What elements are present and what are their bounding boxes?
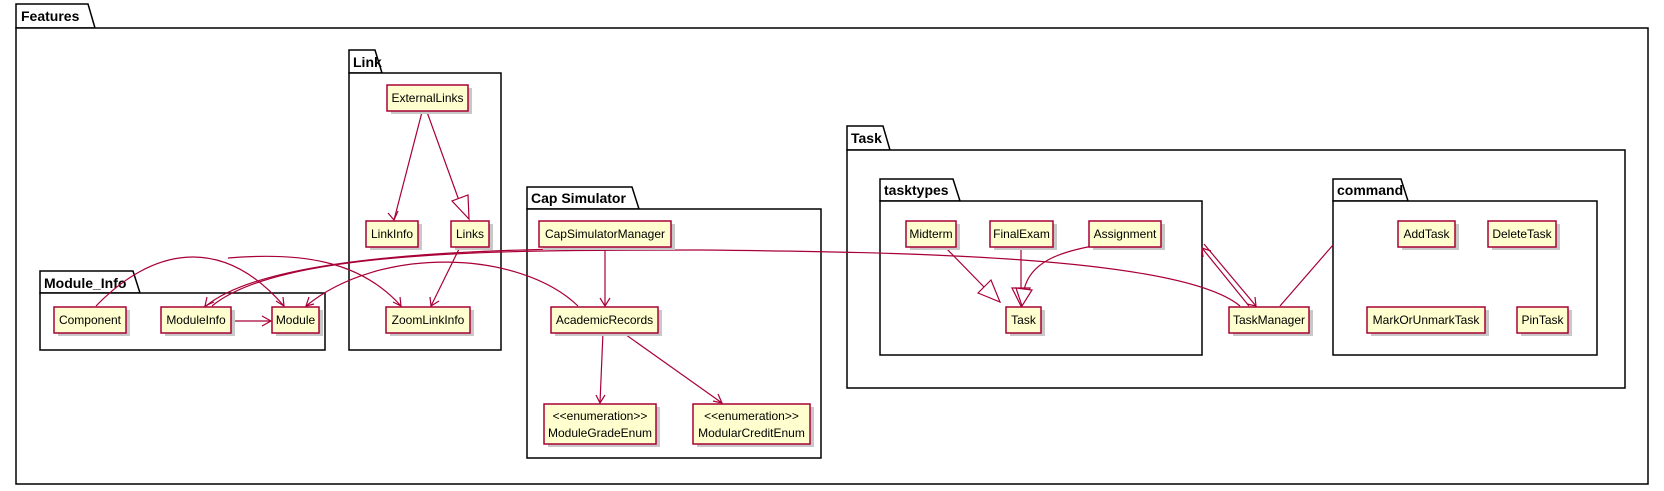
class-finalexam-label: FinalExam [993, 227, 1050, 241]
arrowhead-open [599, 297, 611, 308]
arrowhead-open [392, 296, 402, 308]
arrowhead-open [712, 393, 724, 404]
edge-externallinks-links [426, 111, 462, 207]
arrowhead-open [429, 296, 440, 308]
class-modularcreditenum-label: ModularCreditEnum [698, 426, 805, 440]
edge-tasktypes-taskmanager [1203, 243, 1257, 307]
arrowhead-open [261, 315, 273, 327]
class-task-label: Task [1011, 313, 1037, 327]
arrowhead-open [1201, 247, 1212, 258]
class-assignment[interactable]: Assignment [1088, 220, 1165, 250]
class-markorunmarktask[interactable]: MarkOrUnmarkTask [1366, 306, 1489, 336]
class-zoomlinkinfo[interactable]: ZoomLinkInfo [385, 306, 474, 336]
arrowhead-inheritance [1015, 287, 1034, 308]
package-command-title: command [1337, 182, 1403, 198]
class-externallinks[interactable]: ExternalLinks [386, 84, 472, 114]
class-markorunmarktask-label: MarkOrUnmarkTask [1373, 313, 1481, 327]
class-taskmanager[interactable]: TaskManager [1228, 306, 1313, 336]
arrowhead-inheritance [976, 278, 1002, 304]
arrowhead-open [305, 296, 315, 307]
package-module-info-title: Module_Info [44, 275, 126, 291]
edge-academicrecords-module [305, 261, 579, 307]
package-cap-simulator-title: Cap Simulator [531, 190, 626, 206]
class-finalexam[interactable]: FinalExam [989, 220, 1057, 250]
class-module-label: Module [276, 313, 316, 327]
class-links-label: Links [456, 227, 484, 241]
class-moduleinfo[interactable]: ModuleInfo [160, 306, 235, 336]
edge-midterm-task [943, 245, 986, 289]
edge-links-zoomlinkinfo [430, 244, 462, 307]
class-modulegradeenum[interactable]: <<enumeration>> ModuleGradeEnum [543, 403, 660, 447]
edge-taskmanager-moduleinfo [211, 249, 1241, 307]
edge-command-taskmanager [1279, 244, 1334, 307]
class-moduleinfo-label: ModuleInfo [166, 313, 226, 327]
classes: ExternalLinks LinkInfo Links ZoomLinkInf… [53, 84, 1572, 447]
arrowhead-open [204, 296, 215, 308]
class-component-label: Component [59, 313, 122, 327]
class-pintask-label: PinTask [1521, 313, 1564, 327]
package-tasktypes-title: tasktypes [884, 182, 949, 198]
edge-academicrecords-modulegradeenum [599, 331, 604, 404]
class-addtask-label: AddTask [1403, 227, 1450, 241]
class-modularcreditenum[interactable]: <<enumeration>> ModularCreditEnum [692, 403, 814, 447]
edges [95, 111, 1334, 405]
class-addtask[interactable]: AddTask [1397, 220, 1459, 250]
class-component[interactable]: Component [53, 306, 130, 336]
class-pintask[interactable]: PinTask [1516, 306, 1572, 336]
edge-externallinks-linkinfo [393, 111, 423, 221]
class-deletetask-label: DeleteTask [1492, 227, 1552, 241]
class-externallinks-label: ExternalLinks [391, 91, 463, 105]
class-linkinfo[interactable]: LinkInfo [365, 220, 422, 250]
arrowhead-open [1246, 296, 1257, 307]
class-assignment-label: Assignment [1094, 227, 1157, 241]
edge-taskmanager-tasktypes [1201, 247, 1250, 307]
class-midterm-label: Midterm [909, 227, 952, 241]
class-module[interactable]: Module [271, 306, 323, 336]
class-academicrecords-label: AcademicRecords [556, 313, 653, 327]
class-modulegradeenum-stereotype: <<enumeration>> [553, 409, 648, 423]
class-linkinfo-label: LinkInfo [371, 227, 413, 241]
package-task-title: Task [851, 130, 882, 146]
class-zoomlinkinfo-label: ZoomLinkInfo [392, 313, 465, 327]
arrowhead-inheritance [450, 194, 470, 221]
edge-component-zoomlinkinfo [227, 255, 402, 307]
class-task[interactable]: Task [1005, 306, 1045, 336]
edge-academicrecords-modularcreditenum [621, 331, 723, 404]
package-features-title: Features [21, 8, 80, 24]
class-midterm[interactable]: Midterm [905, 220, 960, 250]
class-deletetask[interactable]: DeleteTask [1487, 220, 1560, 250]
class-links[interactable]: Links [450, 220, 493, 250]
class-taskmanager-label: TaskManager [1233, 313, 1305, 327]
class-capsimulatormanager[interactable]: CapSimulatorManager [538, 220, 675, 250]
class-modularcreditenum-stereotype: <<enumeration>> [704, 409, 799, 423]
package-link: Link [348, 49, 502, 351]
class-modulegradeenum-label: ModuleGradeEnum [548, 426, 652, 440]
package-link-title: Link [353, 54, 382, 70]
class-academicrecords[interactable]: AcademicRecords [550, 306, 662, 336]
arrowhead-open [387, 210, 399, 222]
edge-assignment-task [1023, 245, 1094, 291]
class-capsimulatormanager-label: CapSimulatorManager [545, 227, 665, 241]
arrowhead-open [275, 296, 285, 308]
arrowhead-open [595, 394, 606, 405]
